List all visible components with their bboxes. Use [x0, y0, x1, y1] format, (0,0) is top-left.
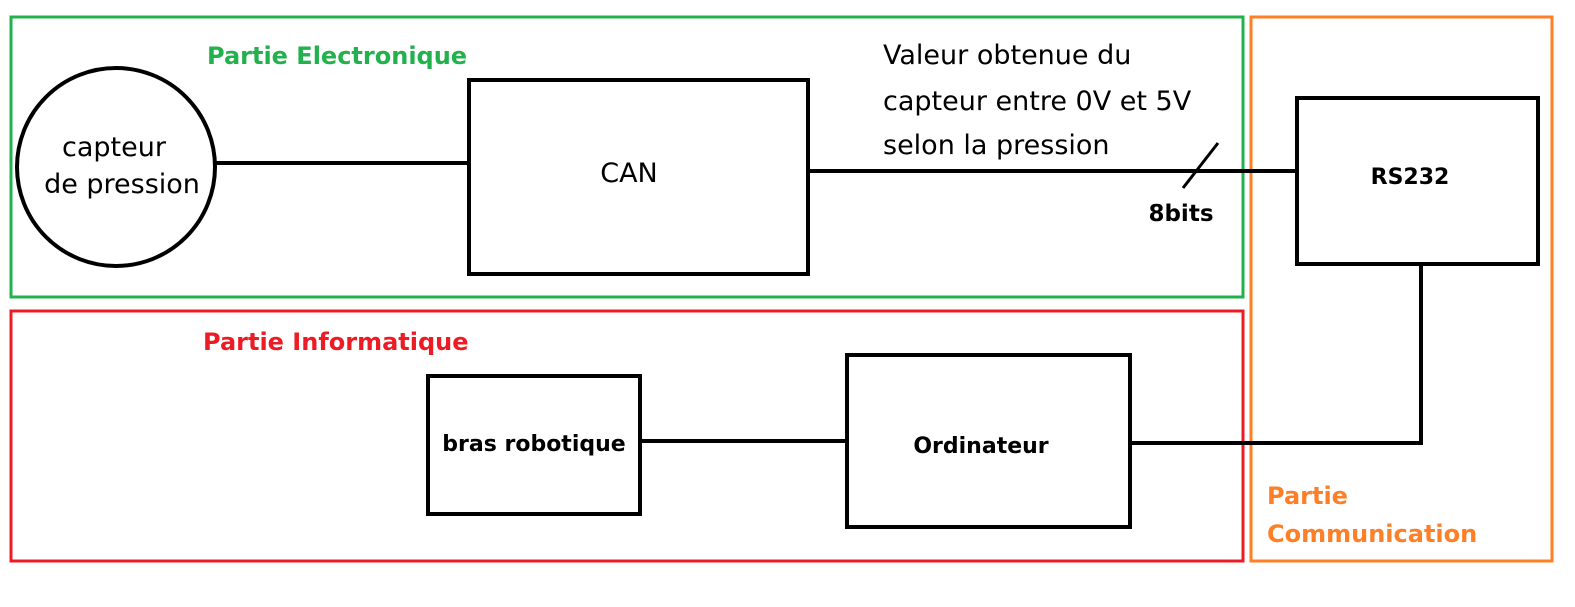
bus-width-slash	[1181, 142, 1220, 189]
ordinateur-label: Ordinateur	[913, 434, 1048, 459]
section-informatique-frame	[9, 309, 1245, 563]
section-communication-frame	[1249, 15, 1554, 563]
bras-node	[426, 374, 642, 516]
capteur-label-line2: de pression	[44, 169, 200, 200]
section-informatique-label: Partie Informatique	[203, 328, 469, 356]
connector-rs232-ordinateur	[1130, 264, 1423, 445]
valeur-annotation-line3: selon la pression	[883, 130, 1110, 161]
rs232-node	[1295, 96, 1540, 266]
capteur-node	[15, 66, 217, 268]
ordinateur-node	[845, 353, 1132, 529]
can-node	[467, 78, 810, 276]
bras-label: bras robotique	[442, 432, 625, 457]
section-communication-label-line1: Partie	[1267, 482, 1348, 510]
valeur-annotation-line1: Valeur obtenue du	[883, 40, 1131, 71]
rs232-label: RS232	[1371, 165, 1450, 190]
section-electronique-label: Partie Electronique	[207, 42, 467, 70]
can-label: CAN	[600, 158, 658, 189]
capteur-label-line1: capteur	[62, 132, 167, 163]
section-electronique-frame	[9, 15, 1245, 299]
valeur-annotation-line2: capteur entre 0V et 5V	[883, 86, 1192, 117]
bus-width-label: 8bits	[1148, 201, 1213, 227]
section-communication-label-line2: Communication	[1267, 520, 1477, 548]
